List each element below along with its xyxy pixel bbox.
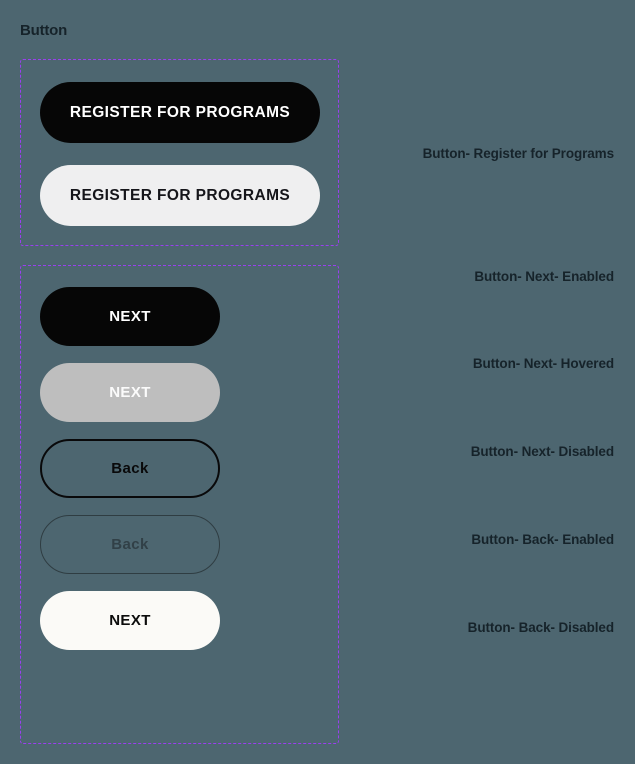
register-for-programs-primary-button[interactable]: REGISTER FOR PROGRAMS [40, 82, 320, 143]
back-button-disabled: Back [40, 515, 220, 574]
next-button-hovered[interactable]: NEXT [40, 363, 220, 422]
navigation-group-frame [20, 265, 339, 744]
annotation-back-enabled: Button- Back- Enabled [471, 532, 614, 547]
annotation-back-disabled: Button- Back- Disabled [467, 620, 614, 635]
annotation-next-enabled: Button- Next- Enabled [474, 269, 614, 284]
next-button-disabled: NEXT [40, 591, 220, 650]
next-button-enabled[interactable]: NEXT [40, 287, 220, 346]
register-group-frame [20, 59, 339, 246]
annotation-next-hovered: Button- Next- Hovered [472, 356, 614, 371]
register-for-programs-light-button[interactable]: REGISTER FOR PROGRAMS [40, 165, 320, 226]
annotation-next-disabled: Button- Next- Disabled [470, 444, 614, 459]
annotation-register-for-programs: Button- Register for Programs [422, 146, 614, 161]
page-title: Button [20, 22, 68, 39]
back-button-enabled[interactable]: Back [40, 439, 220, 498]
